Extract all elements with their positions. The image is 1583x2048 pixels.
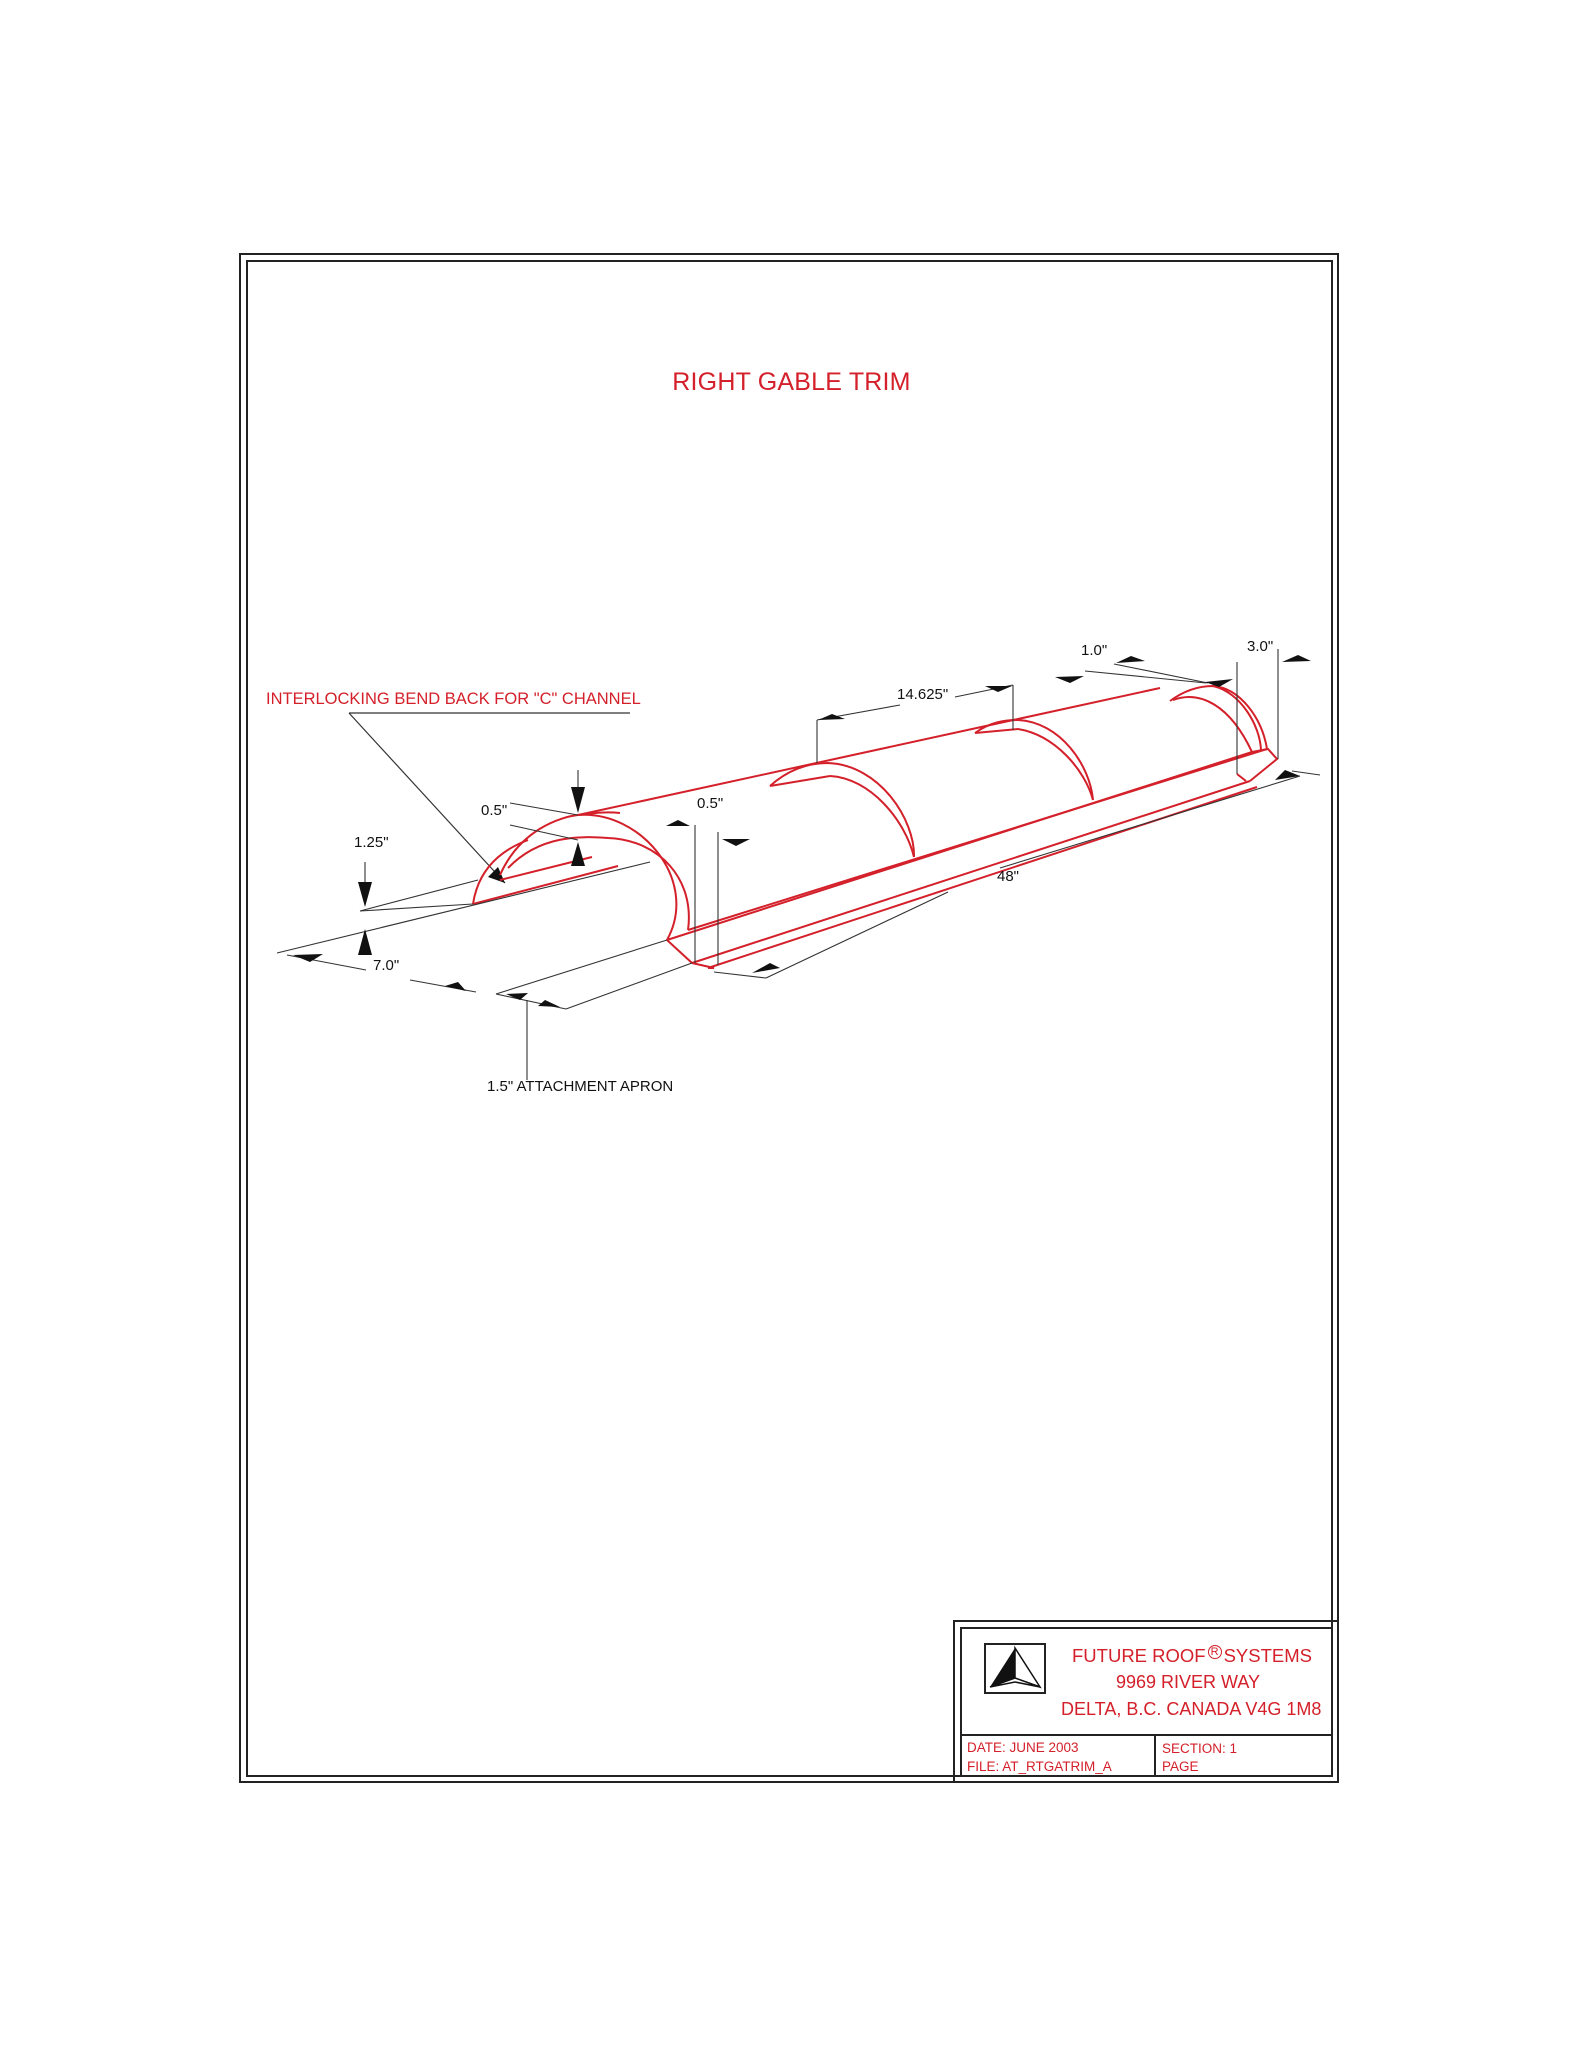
arrow-icon [752, 963, 780, 973]
registered-mark-icon: R [1207, 1645, 1222, 1659]
dim-width: 7.0" [373, 957, 400, 974]
dim-length: 48" [997, 868, 1020, 885]
dim-end-rib: 3.0" [1247, 638, 1274, 655]
drawing-page: PAGE [1162, 1759, 1199, 1774]
arrow-icon [818, 714, 845, 720]
triangle-logo-icon [989, 1645, 1042, 1689]
dim-height: 1.25" [354, 834, 389, 851]
dimension-arrowheads [293, 655, 1311, 1007]
callout-label: INTERLOCKING BEND BACK FOR "C" CHANNEL [266, 690, 641, 708]
title-block-vdivider [1154, 1735, 1156, 1777]
drawing-date: DATE: JUNE 2003 [967, 1740, 1079, 1755]
drawing-frame-outer [239, 253, 1339, 1783]
dim-end-overlap: 1.0" [1081, 642, 1108, 659]
company-address-line2: DELTA, B.C. CANADA V4G 1M8 [1061, 1699, 1322, 1719]
arrow-icon [358, 882, 372, 907]
company-address-line1: 9969 RIVER WAY [1116, 1672, 1261, 1692]
arrow-icon [666, 820, 690, 826]
title-block-outer [953, 1620, 1339, 1783]
arrow-icon [1116, 656, 1145, 663]
callout-leader [348, 712, 630, 884]
dim-rib-spacing: 14.625" [897, 686, 949, 703]
trim-part-outline [472, 684, 1279, 969]
arrow-icon [1205, 679, 1233, 687]
drawing-title: RIGHT GABLE TRIM [672, 368, 911, 396]
arrow-icon [571, 787, 585, 813]
dimension-lines [276, 649, 1321, 1080]
arrow-icon [358, 929, 372, 955]
drawing-section: SECTION: 1 [1162, 1741, 1238, 1756]
dim-flange: 0.5" [697, 795, 724, 812]
arrow-icon [985, 686, 1012, 692]
dim-bend-back: 0.5" [481, 802, 508, 819]
drawing-file: FILE: AT_RTGATRIM_A [967, 1759, 1112, 1774]
title-block-divider [960, 1734, 1333, 1736]
dim-apron: 1.5" ATTACHMENT APRON [487, 1078, 674, 1095]
drawing-frame-inner [246, 260, 1333, 1777]
arrow-icon [722, 839, 750, 846]
arrow-icon [445, 982, 466, 991]
arrow-icon [506, 993, 528, 1000]
arrow-icon [1282, 655, 1311, 662]
arrow-icon [571, 842, 585, 866]
arrow-icon [1055, 676, 1084, 683]
arrow-icon [1275, 770, 1300, 780]
title-block [960, 1627, 1333, 1777]
company-logo [984, 1643, 1046, 1694]
arrow-icon [293, 954, 323, 962]
arrow-icon [538, 1000, 560, 1007]
